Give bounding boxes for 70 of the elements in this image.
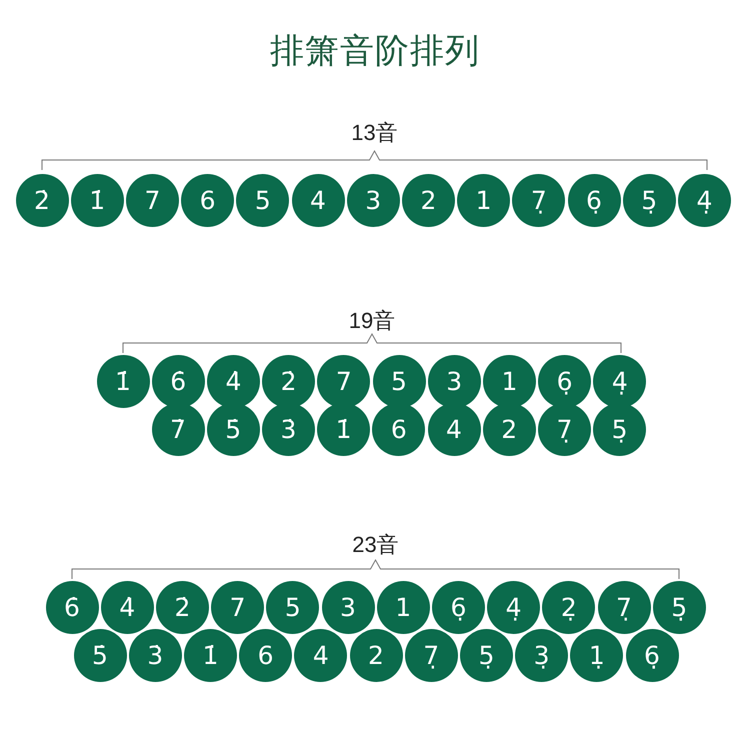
note-digit: 4	[309, 184, 327, 216]
note-digit: 2̇	[173, 592, 192, 624]
note-digit: 5̣	[610, 414, 629, 446]
note-digit: 1	[394, 592, 412, 624]
note-digit: 3	[339, 592, 357, 624]
note-digit: 1	[500, 366, 518, 398]
note-digit: 3̇	[146, 640, 164, 672]
note-digit: 6̇	[169, 366, 188, 398]
note-digit: 6̣	[556, 366, 574, 398]
note-digit: 7̣	[530, 184, 548, 216]
note-digit: 6	[198, 184, 217, 216]
note-digit: 1̇	[334, 414, 353, 446]
section-label: 13音	[350, 119, 399, 147]
note-digit: 2	[419, 184, 438, 216]
note-digit: 1̇̇	[114, 366, 132, 398]
note-digit: 4̣	[610, 366, 629, 398]
note-digit: 7̣	[422, 640, 440, 672]
note-digit: 5̇	[91, 640, 109, 672]
note-circle	[350, 628, 402, 682]
note-digit: 1̣	[588, 640, 606, 672]
note-digit: 4̣	[695, 184, 714, 216]
note-digit: 5	[390, 366, 408, 398]
note-digit: 6	[256, 640, 275, 672]
note-circle	[239, 628, 292, 682]
title: 排箫音阶排列	[269, 31, 481, 72]
note-digit: 6	[390, 414, 408, 446]
note-digit: 3̇	[279, 414, 298, 446]
note-digit: 5̣	[477, 640, 496, 672]
note-digit: 7̇	[169, 414, 187, 446]
note-digit: 6̇	[63, 592, 81, 624]
note-digit: 5̣̣	[670, 592, 688, 624]
note-digit: 1̇	[201, 640, 220, 672]
note-digit: 2̇	[33, 184, 51, 216]
note-digit: 4̇	[118, 592, 136, 624]
note-digit: 3	[364, 184, 382, 216]
note-digit: 4̣	[504, 592, 523, 624]
note-digit: 7	[228, 592, 247, 624]
note-digit: 3	[445, 366, 464, 398]
note-digit: 5̇	[224, 414, 242, 446]
note-digit: 7	[143, 184, 162, 216]
note-circle	[570, 628, 624, 682]
note-digit: 3̣	[532, 640, 551, 672]
note-digit: 6̣	[585, 184, 603, 216]
note-circle	[128, 628, 182, 682]
note-digit: 1̇	[88, 184, 106, 216]
note-circle	[460, 628, 513, 682]
note-circle	[294, 628, 348, 682]
note-digit: 7	[334, 366, 353, 398]
note-digit: 2	[367, 640, 385, 672]
note-digit: 5	[254, 184, 272, 216]
note-digit: 2	[500, 414, 518, 446]
note-digit: 7̣	[615, 592, 633, 624]
section-label: 19音	[348, 307, 396, 335]
note-digit: 4	[312, 640, 330, 672]
note-circle	[626, 628, 678, 682]
note-digit: 2̇	[280, 366, 298, 398]
note-digit: 5̣	[640, 184, 658, 216]
note-digit: 6̣̣	[643, 640, 661, 672]
note-circle	[74, 628, 126, 682]
note-digit: 6̣	[449, 592, 468, 624]
note-circle	[404, 628, 458, 682]
note-digit: 5	[284, 592, 302, 624]
note-circle	[184, 628, 237, 682]
note-digit: 4̇	[224, 366, 242, 398]
note-digit: 2̣	[560, 592, 578, 624]
section-label: 23音	[351, 531, 400, 559]
note-digit: 1	[474, 184, 493, 216]
note-digit: 7̣	[555, 414, 574, 446]
note-digit: 4	[445, 414, 463, 446]
note-circle	[515, 628, 568, 682]
